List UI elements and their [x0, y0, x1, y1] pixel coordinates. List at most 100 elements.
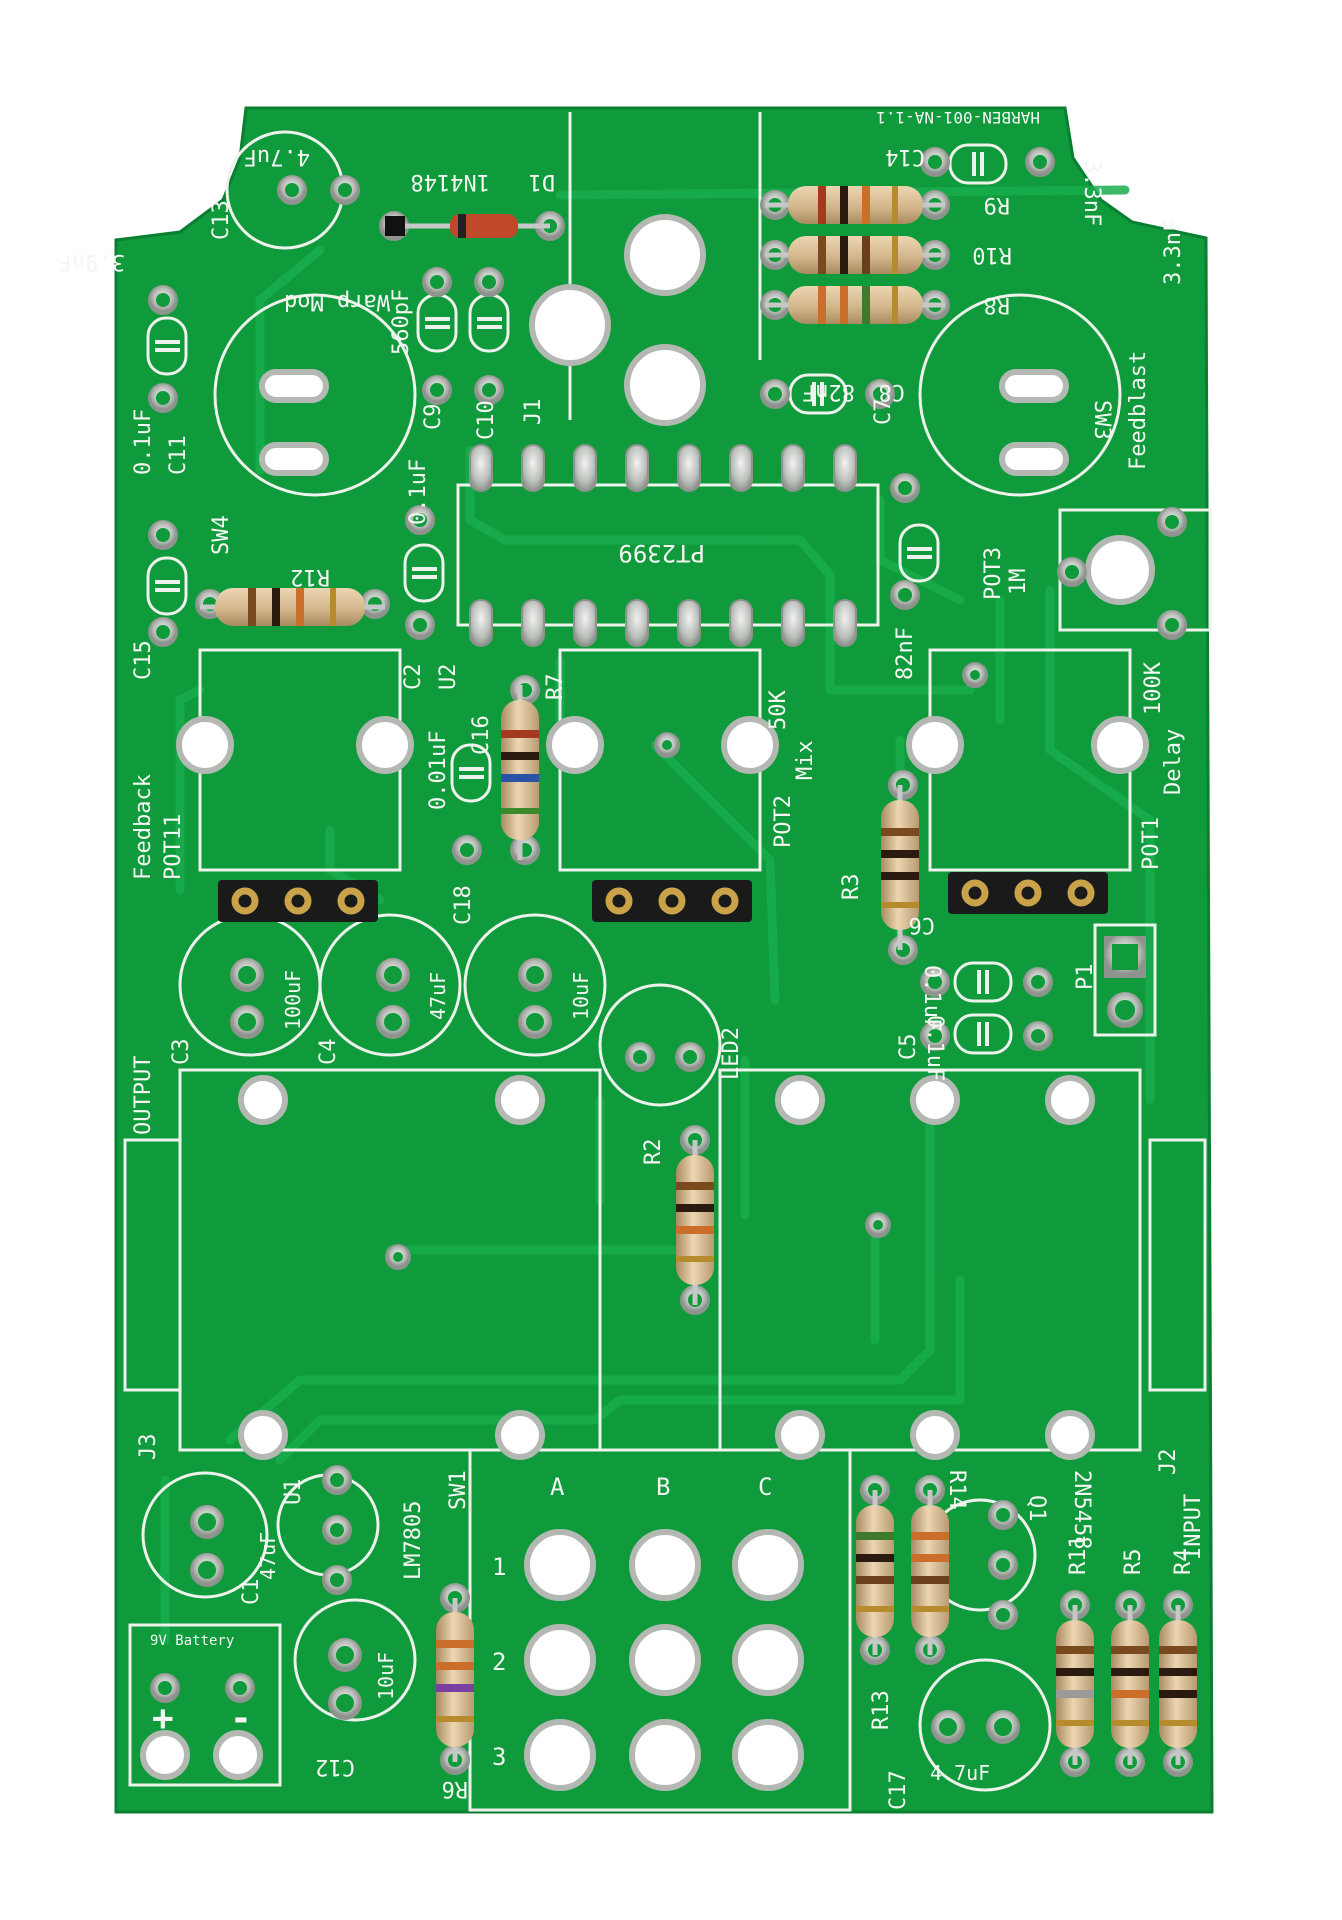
- label-c11-value-2: 0.1uF: [131, 409, 156, 475]
- board-revision-label: HARBEN-001-NA-1.1: [876, 108, 1040, 127]
- label-c11-value: 3.9nF: [59, 249, 125, 274]
- label-u2: U2: [436, 664, 461, 691]
- mounting-holes: [140, 214, 1155, 1791]
- label-c12-value: 10uF: [374, 1652, 398, 1700]
- label-c2-value: 0.1uF: [406, 459, 431, 525]
- label-c9: C9: [421, 404, 446, 431]
- label-c17-value: 4.7uF: [930, 1761, 990, 1785]
- label-c1-value: 47uF: [256, 1532, 280, 1580]
- label-pot1: POT1: [1139, 817, 1164, 870]
- label-input: INPUT: [1181, 1494, 1206, 1560]
- label-d1-value: 1N4148: [411, 169, 490, 194]
- label-col-b: B: [656, 1473, 670, 1501]
- label-battery-minus: -: [230, 1698, 252, 1739]
- label-c13-value: 4.7uF: [244, 144, 310, 169]
- label-q1: Q1: [1024, 1495, 1049, 1522]
- label-sw4: SW4: [209, 515, 234, 555]
- label-c16: C16: [469, 715, 494, 755]
- label-r11: R11: [1066, 1535, 1091, 1575]
- label-c18: C18: [451, 885, 476, 925]
- label-c13: C13: [209, 200, 234, 240]
- label-feedblast: Feedblast: [1126, 351, 1151, 470]
- label-c6: C6: [909, 912, 936, 937]
- label-c5-value: 0.1uF: [922, 1015, 947, 1081]
- label-c7-value: 82nF: [893, 627, 918, 680]
- label-c8-value: 82nF: [802, 379, 855, 404]
- label-pt2399: PT2399: [618, 539, 705, 567]
- resistors-vertical: [436, 685, 1197, 1765]
- label-c16-value: 0.01uF: [426, 731, 451, 810]
- label-r12: R12: [290, 564, 330, 589]
- label-row-1: 1: [492, 1553, 506, 1581]
- label-led2: LED2: [719, 1027, 744, 1080]
- label-c11: C11: [166, 435, 191, 475]
- label-r3: R3: [839, 874, 864, 901]
- label-c15: C15: [131, 640, 156, 680]
- label-c4-value: 47uF: [426, 972, 450, 1020]
- resistors-horizontal: [200, 186, 945, 626]
- label-pot11: POT11: [161, 814, 186, 880]
- label-feedback: Feedback: [131, 774, 156, 880]
- label-warp-mod: Warp Mod: [284, 289, 390, 314]
- label-row-3: 3: [492, 1743, 506, 1771]
- label-c6-value: 0.1uF: [919, 965, 944, 1031]
- label-c9-value: 560pF: [389, 289, 414, 355]
- label-d1: D1: [529, 169, 556, 194]
- label-c17: C17: [886, 1770, 911, 1810]
- label-delay: Delay: [1161, 729, 1186, 795]
- label-c3-value: 100uF: [281, 970, 305, 1030]
- label-row-2: 2: [492, 1648, 506, 1676]
- label-c3: C3: [169, 1039, 194, 1066]
- label-c8: C8: [879, 379, 906, 404]
- label-col-c: C: [758, 1473, 772, 1501]
- label-c5: C5: [896, 1034, 921, 1061]
- switch-slots: [259, 369, 1069, 476]
- label-c14: C14: [885, 144, 925, 169]
- label-c14-value-right: 3.3nF: [1161, 219, 1186, 285]
- label-r6: R6: [442, 1776, 469, 1801]
- label-pot2: POT2: [771, 795, 796, 848]
- cap-symbols: [155, 152, 989, 1046]
- label-c1: C1: [239, 1579, 264, 1606]
- label-mix: Mix: [793, 740, 818, 780]
- label-c4: C4: [316, 1039, 341, 1066]
- label-c10: C10: [474, 400, 499, 440]
- label-r8: R8: [984, 292, 1011, 317]
- label-battery-plus: +: [152, 1698, 174, 1739]
- silkscreen-labels: HARBEN-001-NA-1.1 4.7uF C13 1N4148 D1 C1…: [59, 108, 1206, 1810]
- label-j2: J2: [1156, 1449, 1181, 1476]
- label-r7: R7: [543, 674, 568, 701]
- label-u1: U1: [281, 1479, 306, 1506]
- label-pot2-value: 50K: [766, 690, 791, 730]
- round-pads: [148, 147, 1193, 1777]
- label-p1: P1: [1073, 964, 1098, 991]
- label-c12: C12: [315, 1754, 355, 1779]
- label-pot3: POT3: [981, 547, 1006, 600]
- label-pot1-value: 100K: [1141, 661, 1166, 715]
- label-r14: R14: [944, 1470, 969, 1510]
- label-r9: R9: [984, 192, 1011, 217]
- diode-d1: [385, 214, 550, 238]
- label-c14-value: 3.3nF: [1079, 160, 1104, 226]
- board-outline: [114, 106, 1214, 1814]
- label-sw3: SW3: [1089, 400, 1114, 440]
- label-lm7805: LM7805: [401, 1501, 426, 1580]
- label-j3: J3: [136, 1434, 161, 1461]
- square-pads: [1104, 936, 1146, 1028]
- label-col-a: A: [550, 1473, 565, 1501]
- label-r2: R2: [641, 1139, 666, 1166]
- label-battery: 9V Battery: [150, 1633, 234, 1649]
- label-j1: J1: [521, 399, 546, 426]
- label-c7: C7: [871, 399, 896, 426]
- label-c2: C2: [401, 664, 426, 691]
- label-output: OUTPUT: [131, 1056, 156, 1135]
- label-sw1: SW1: [446, 1470, 471, 1510]
- label-q1-value: 2N5458: [1069, 1470, 1094, 1549]
- ic-pads: [469, 444, 857, 647]
- label-pot3-value: 1M: [1006, 569, 1031, 596]
- label-r5: R5: [1121, 1549, 1146, 1576]
- label-r10: R10: [972, 242, 1012, 267]
- label-c18-value: 10uF: [569, 972, 593, 1020]
- label-r13: R13: [869, 1690, 894, 1730]
